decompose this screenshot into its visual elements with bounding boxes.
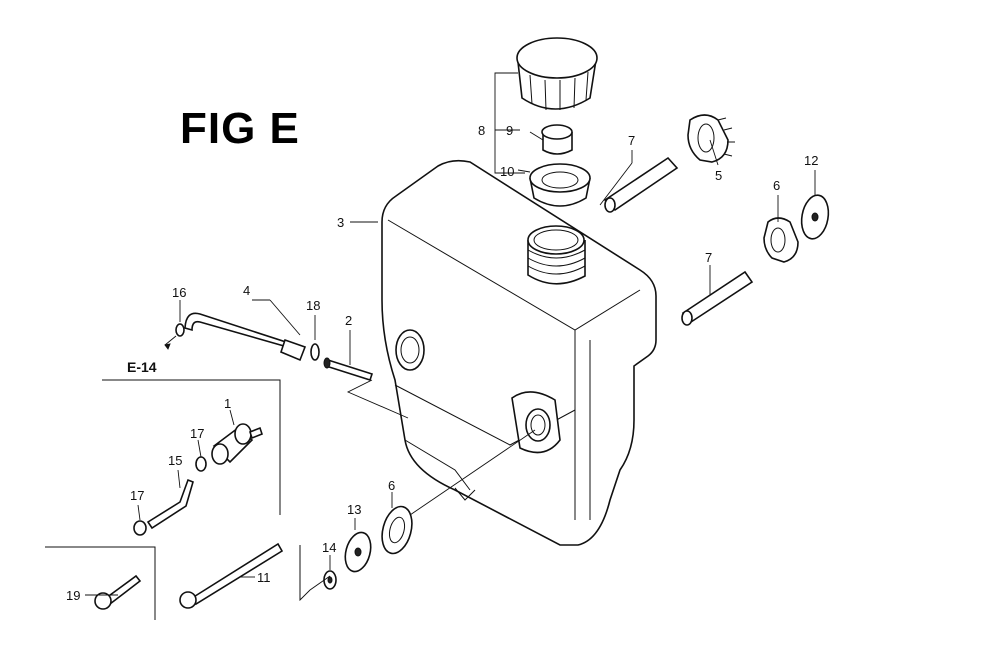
callout-17-upper: 17 [190,426,204,441]
fuel-filter [211,423,263,465]
callout-3: 3 [337,215,344,230]
washer-right [800,194,830,240]
callout-5: 5 [715,168,722,183]
strainer [541,124,573,155]
callout-14: 14 [322,540,336,555]
callout-10: 10 [500,164,514,179]
callout-16: 16 [172,285,186,300]
callout-11: 11 [257,570,271,585]
grommet-right [763,217,799,263]
fuel-cap [516,37,598,111]
fuel-tank [381,159,657,546]
callout-12: 12 [804,153,818,168]
callout-7-lower: 7 [705,250,712,265]
mounting-bolt-short [94,574,142,610]
washer-small [323,570,337,590]
grommet-lower [381,505,413,555]
clip-upper [195,456,207,472]
callout-2: 2 [345,313,352,328]
callout-19: 19 [66,588,80,603]
filler-neck [527,225,586,285]
reference-e14: E-14 [127,359,157,375]
callout-6-lower: 6 [388,478,395,493]
leader-lines [85,72,816,602]
rod-upper [603,156,679,213]
callout-9: 9 [506,123,513,138]
fuel-tube [184,312,307,362]
fuel-tube-short [146,478,194,530]
mounting-bolt-long [179,542,284,609]
callout-18: 18 [306,298,320,313]
callout-15: 15 [168,453,182,468]
callout-1: 1 [224,396,231,411]
callout-4: 4 [243,283,250,298]
callout-17-lower: 17 [130,488,144,503]
filler-gasket [529,163,591,207]
callout-8: 8 [478,123,485,138]
o-ring [310,343,320,361]
tank-screw [323,357,374,382]
callout-7-upper: 7 [628,133,635,148]
washer-large [344,531,372,573]
figure-title: FIG E [180,104,300,153]
clip-lower [133,520,147,536]
clip [175,323,185,337]
callout-labels: 1 2 3 4 5 6 6 7 7 8 9 10 11 12 13 14 15 … [66,123,818,603]
rod-lower [681,270,754,326]
callout-6-upper: 6 [773,178,780,193]
callout-13: 13 [347,502,361,517]
grommet-upper [687,114,735,163]
